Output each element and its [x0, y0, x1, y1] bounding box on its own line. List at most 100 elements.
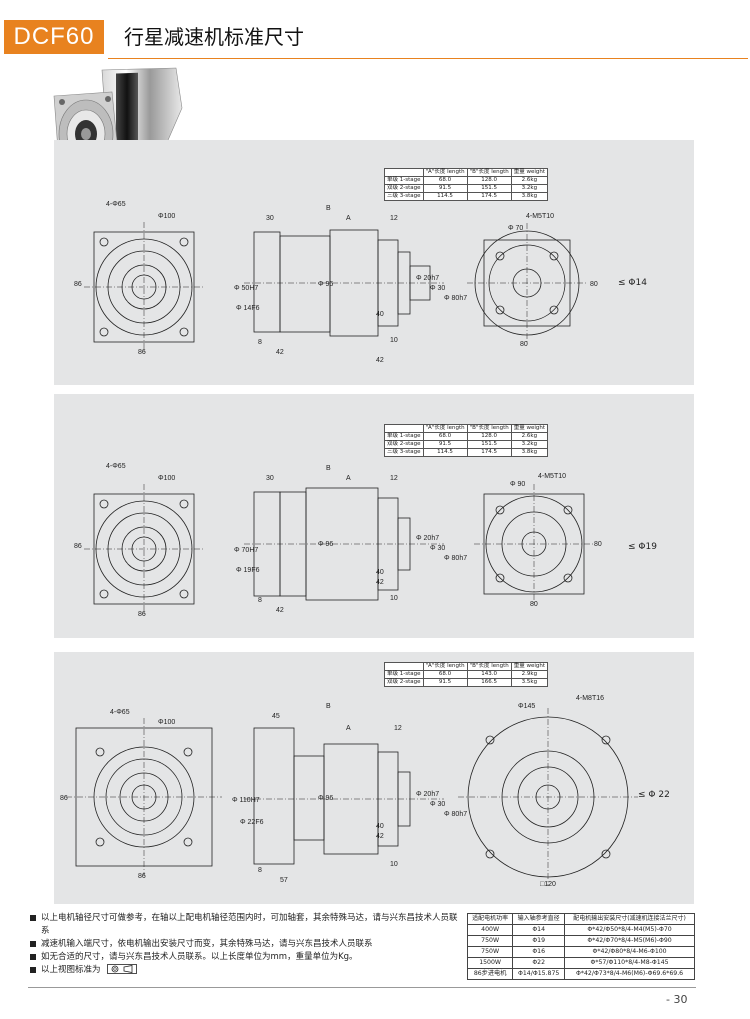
dim-phi-5: Φ 30 [430, 801, 445, 808]
dim-phi-5: Φ 30 [430, 285, 445, 292]
dim-l10: 10 [390, 595, 398, 602]
page-number: - 30 [666, 993, 688, 1006]
dim-rear-height: 80 [594, 541, 602, 548]
model-badge: DCF60 [4, 20, 104, 54]
page-title: 行星减速机标准尺寸 [124, 25, 304, 49]
dim-l10: 10 [390, 337, 398, 344]
dim-phi-4: Φ 20h7 [416, 791, 439, 798]
dim-phi-3: Φ 96 [318, 795, 333, 802]
dim-l42b: 42 [376, 357, 384, 364]
dim-length-a: A [346, 725, 351, 732]
dim-phi-4: Φ 20h7 [416, 275, 439, 282]
drawing-panel-3: 4-Φ65 Φ100 86 86 B 45 A 12 Φ 110H7 Φ 22F… [54, 652, 694, 904]
dim-rear-width: 80 [520, 341, 528, 348]
dim-l40: 40 [376, 311, 384, 318]
dim-phi-2: Φ 14F6 [236, 305, 260, 312]
dim-l8: 8 [258, 339, 262, 346]
dim-front-holes: 4-Φ65 [106, 463, 126, 470]
dim-l42b: 42 [376, 833, 384, 840]
footer-rule [28, 987, 696, 988]
dim-rear-holes: 4-M5T10 [526, 213, 554, 220]
dim-length-12: 12 [394, 725, 402, 732]
dim-front-height: 86 [60, 795, 68, 802]
dim-l42a: 42 [276, 349, 284, 356]
shaft-diameter-2: ≤ Φ19 [628, 542, 657, 552]
drawing-panel-2: 4-Φ65 Φ100 86 86 B 30 A 12 Φ 70H7 Φ 19F6… [54, 394, 694, 638]
shaft-diameter-1: ≤ Φ14 [618, 278, 647, 288]
dim-phi-6: Φ 80h7 [444, 555, 467, 562]
dim-phi-1: Φ 50H7 [234, 285, 258, 292]
dim-front-width: 86 [138, 611, 146, 618]
projection-symbol-icon [106, 964, 137, 974]
dim-length-a: A [346, 215, 351, 222]
dim-phi-1: Φ 110H7 [232, 797, 260, 804]
dim-phi-3: Φ 96 [318, 541, 333, 548]
dimension-drawing-1: 4-Φ65 Φ100 86 86 B 30 A 12 Φ 50H7 Φ 14F6… [74, 201, 598, 364]
dimension-drawing-3: 4-Φ65 Φ100 86 86 B 45 A 12 Φ 110H7 Φ 22F… [60, 695, 638, 888]
dim-phi-6: Φ 80h7 [444, 295, 467, 302]
dim-phi-1: Φ 70H7 [234, 547, 258, 554]
dim-front-holes: 4-Φ65 [106, 201, 126, 208]
dim-front-height: 86 [74, 281, 82, 288]
bullet-square-icon [30, 941, 36, 947]
dim-front-pcd: Φ100 [158, 213, 175, 220]
dim-rear-pcd: Φ 90 [510, 481, 525, 488]
dim-rear-holes: 4-M5T10 [538, 473, 566, 480]
dim-front-pcd: Φ100 [158, 719, 175, 726]
dim-length-30: 30 [266, 215, 274, 222]
notes-list: 以上电机轴径尺寸可做参考，在轴以上配电机轴径范围内时，可加轴套，其余特殊马达，请… [30, 912, 460, 977]
drawing-panel-1: 4-Φ65 Φ100 86 86 B 30 A 12 Φ 50H7 Φ 14F6… [54, 140, 694, 385]
dim-rear-width: 80 [530, 601, 538, 608]
dim-phi-3: Φ 96 [318, 281, 333, 288]
dim-rear-width: □120 [540, 881, 556, 888]
dim-rear-holes: 4-M8T16 [576, 695, 604, 702]
dim-length-b: B [326, 703, 331, 710]
dim-l57: 57 [280, 877, 288, 884]
page-header: DCF60 行星减速机标准尺寸 [0, 14, 750, 59]
dim-phi-2: Φ 19F6 [236, 567, 260, 574]
dim-front-height: 86 [74, 543, 82, 550]
dim-l40: 40 [376, 823, 384, 830]
dim-phi-6: Φ 80h7 [444, 811, 467, 818]
dim-rear-height: 80 [590, 281, 598, 288]
dim-length-45: 45 [272, 713, 280, 720]
dim-rear-pcd: Φ145 [518, 703, 535, 710]
dim-length-b: B [326, 465, 331, 472]
note-item: 如无合适的尺寸，请与兴东昌技术人员联系。以上长度单位为mm，重量单位为Kg。 [30, 951, 460, 964]
dim-length-b: B [326, 205, 331, 212]
dim-length-a: A [346, 475, 351, 482]
dim-length-12: 12 [390, 215, 398, 222]
dim-front-holes: 4-Φ65 [110, 709, 130, 716]
dim-length-30: 30 [266, 475, 274, 482]
bullet-square-icon [30, 967, 36, 973]
dim-length-12: 12 [390, 475, 398, 482]
bullet-square-icon [30, 915, 36, 921]
dim-l10: 10 [390, 861, 398, 868]
dim-phi-2: Φ 22F6 [240, 819, 264, 826]
dim-l40: 40 [376, 569, 384, 576]
dim-l42b: 42 [376, 579, 384, 586]
dim-front-width: 86 [138, 873, 146, 880]
note-item: 以上视图标准为 [30, 964, 460, 977]
dim-l8: 8 [258, 867, 262, 874]
header-rule [108, 58, 748, 59]
dim-phi-5: Φ 30 [430, 545, 445, 552]
bullet-square-icon [30, 954, 36, 960]
dimension-drawing-2: 4-Φ65 Φ100 86 86 B 30 A 12 Φ 70H7 Φ 19F6… [74, 463, 602, 618]
dim-front-pcd: Φ100 [158, 475, 175, 482]
dim-phi-4: Φ 20h7 [416, 535, 439, 542]
dim-front-width: 86 [138, 349, 146, 356]
dim-rear-pcd: Φ 70 [508, 225, 523, 232]
note-item: 以上电机轴径尺寸可做参考，在轴以上配电机轴径范围内时，可加轴套，其余特殊马达，请… [30, 912, 460, 938]
note-item: 减速机输入端尺寸，依电机输出安装尺寸而变，其余特殊马达，请与兴东昌技术人员联系 [30, 938, 460, 951]
dim-l8: 8 [258, 597, 262, 604]
